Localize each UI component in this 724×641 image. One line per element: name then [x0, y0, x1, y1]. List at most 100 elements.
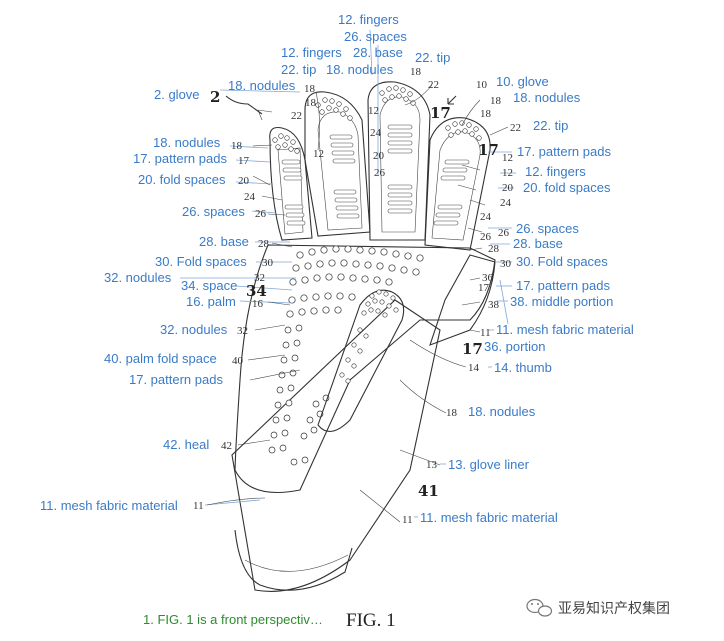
- label-palm-fold-space: 40. palm fold space: [104, 351, 217, 366]
- leader-lines: [180, 29, 516, 518]
- label-mesh-fabric-bottom: 11. mesh fabric material: [420, 510, 558, 525]
- ref-22c: 22: [510, 122, 521, 134]
- label-fold-spaces-left: 20. fold spaces: [138, 172, 226, 187]
- ref-leaders: [206, 84, 509, 523]
- label-tip-right: 22. tip: [533, 118, 568, 133]
- ref-22a: 22: [428, 79, 439, 91]
- handwritten-17c: 17: [462, 340, 483, 358]
- label-mesh-fabric-left: 11. mesh fabric material: [40, 498, 178, 513]
- ref-11c: 11: [402, 514, 413, 526]
- ref-11b: 11: [193, 500, 204, 512]
- cuff-line: [244, 554, 349, 572]
- handwritten-34: 34: [246, 282, 267, 300]
- label-spaces-right: 26. spaces: [516, 221, 579, 236]
- label-glove-liner: 13. glove liner: [448, 457, 530, 472]
- ref-18c: 18: [490, 95, 502, 107]
- label-spaces-top: 26. spaces: [344, 29, 407, 44]
- ref-17b: 17: [478, 282, 490, 294]
- cuff-edge: [234, 529, 353, 591]
- ref-40: 40: [232, 355, 244, 367]
- label-nodules-left-2: 18. nodules: [153, 135, 221, 150]
- ref-20c: 20: [502, 182, 514, 194]
- label-fold-spaces-30-left: 30. Fold spaces: [155, 254, 247, 269]
- label-spaces-left: 26. spaces: [182, 204, 245, 219]
- finger-index: [424, 117, 491, 251]
- label-fingers-right: 12. fingers: [525, 164, 586, 179]
- ref-12d: 12: [502, 152, 513, 164]
- ref-14: 14: [468, 362, 480, 374]
- palm-nodules: [268, 245, 424, 466]
- glove-body: [231, 244, 496, 592]
- ref-18f: 18: [446, 407, 458, 419]
- label-fold-spaces-30-right: 30. Fold spaces: [516, 254, 608, 269]
- label-nodules-32-left: 32. nodules: [104, 270, 172, 285]
- ref-24b: 24: [244, 191, 256, 203]
- ref-12a: 12: [368, 105, 379, 117]
- ref-12c: 12: [502, 167, 513, 179]
- label-space-34: 34. space: [181, 278, 237, 293]
- ref-18d: 18: [231, 140, 243, 152]
- ref-17a: 17: [238, 155, 250, 167]
- ref-18g: 18: [305, 97, 317, 109]
- label-base-left: 28. base: [199, 234, 249, 249]
- ref-18a: 18: [304, 83, 316, 95]
- palm-outline: [234, 244, 496, 494]
- ref-20a: 20: [373, 150, 385, 162]
- label-heal: 42. heal: [163, 437, 209, 452]
- ref-28a: 28: [258, 238, 270, 250]
- handwritten-41: 41: [418, 482, 439, 500]
- label-pattern-pads-left-2: 17. pattern pads: [129, 372, 223, 387]
- ref-26a: 26: [255, 208, 267, 220]
- wechat-icon: [526, 598, 553, 617]
- middle-portion: [429, 254, 496, 346]
- ref-10: 10: [476, 79, 488, 91]
- ref-32a: 32: [254, 272, 265, 284]
- squiggle-arrow: [225, 95, 263, 115]
- label-tip-top-right: 22. tip: [415, 50, 450, 65]
- label-nodules-top: 18. nodules: [326, 62, 394, 77]
- ref-22b: 22: [291, 110, 302, 122]
- handwritten-2: 2: [210, 88, 220, 106]
- ref-26d: 26: [480, 231, 492, 243]
- label-middle-portion: 38. middle portion: [510, 294, 613, 309]
- ref-26b: 26: [498, 227, 510, 239]
- ref-24a: 24: [370, 127, 382, 139]
- reference-numerals: 18 12 18 22 10 18 22 12 24 20 18 22 18 1…: [193, 66, 521, 526]
- label-base-top: 28. base: [353, 45, 403, 60]
- label-nodules-right-1: 18. nodules: [513, 90, 581, 105]
- label-fold-spaces-right: 20. fold spaces: [523, 180, 611, 195]
- label-nodules-bottom-right: 18. nodules: [468, 404, 536, 419]
- label-palm: 16. palm: [186, 294, 236, 309]
- ref-11a: 11: [480, 327, 491, 339]
- ref-16: 16: [252, 298, 264, 310]
- brand-watermark: 亚易知识产权集团: [526, 598, 670, 617]
- label-mesh-fabric-right: 11. mesh fabric material: [496, 322, 634, 337]
- glove-liner: [231, 299, 441, 592]
- ref-24d: 24: [480, 211, 492, 223]
- label-tip-top-left: 22. tip: [281, 62, 316, 77]
- brand-name: 亚易知识产权集团: [558, 600, 670, 617]
- label-nodules-32-left-2: 32. nodules: [160, 322, 228, 337]
- figure-label: FIG. 1: [346, 610, 396, 631]
- finger-nodules: [272, 85, 482, 154]
- label-fingers-top: 12. fingers: [338, 12, 399, 27]
- ref-13: 13: [426, 459, 438, 471]
- ref-12b: 12: [313, 148, 324, 160]
- label-pattern-pads-right-2: 17. pattern pads: [516, 278, 610, 293]
- ref-24c: 24: [500, 197, 512, 209]
- ref-38: 38: [488, 299, 500, 311]
- ref-32b: 32: [237, 325, 248, 337]
- callout-labels: 12. fingers 26. spaces 12. fingers 28. b…: [40, 12, 634, 525]
- label-glove-right: 10. glove: [496, 74, 549, 89]
- ref-20b: 20: [238, 175, 250, 187]
- label-glove-left: 2. glove: [154, 87, 200, 102]
- ref-30b: 30: [500, 258, 512, 270]
- ref-36: 36: [482, 272, 494, 284]
- label-pattern-pads-left-1: 17. pattern pads: [133, 151, 227, 166]
- label-nodules-left-1: 18. nodules: [228, 78, 296, 93]
- label-pattern-pads-right-1: 17. pattern pads: [517, 144, 611, 159]
- pattern-pads: [281, 124, 470, 226]
- ref-42: 42: [221, 440, 232, 452]
